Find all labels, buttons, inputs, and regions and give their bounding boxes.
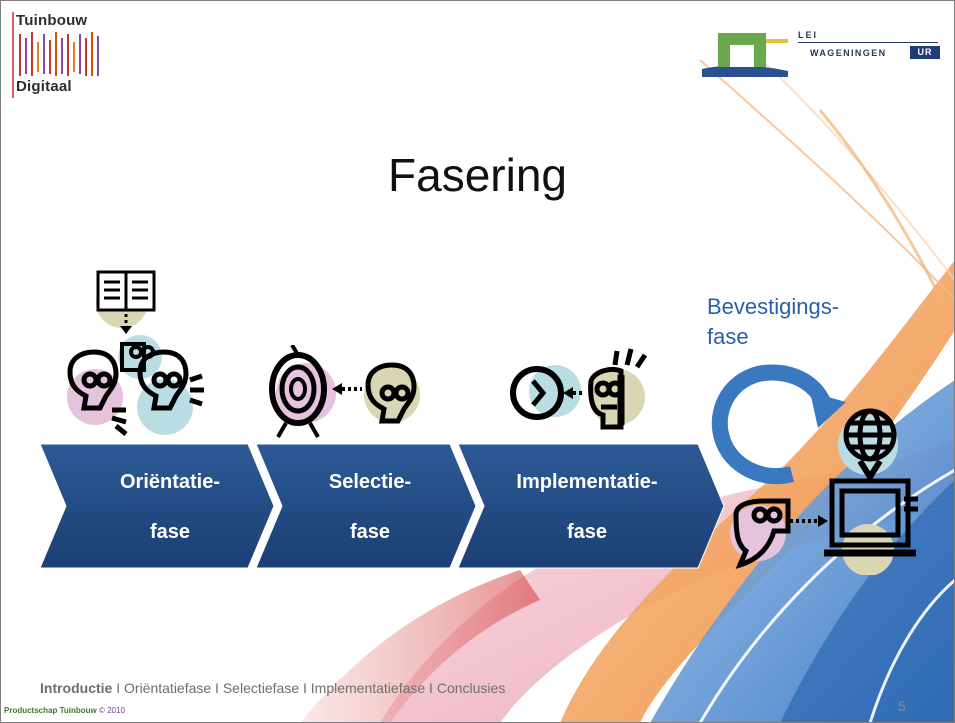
slide-title: Fasering <box>388 149 567 201</box>
footer-navigation: Introductie I Oriëntatiefase I Selectief… <box>40 680 505 696</box>
person-icon <box>588 348 648 430</box>
phase-label-implementatie-2: fase <box>566 521 608 543</box>
copyright-year: © 2010 <box>98 706 125 715</box>
phase-label-implementatie-1: Implementatie- <box>516 471 658 493</box>
lei-emblem <box>702 33 788 77</box>
person-icon <box>120 342 155 372</box>
lei-text: LEI <box>798 30 819 40</box>
phase-label-selectie-1: Selectie- <box>328 471 412 493</box>
orientatie-icon-group <box>67 270 204 436</box>
ur-badge: UR <box>910 46 940 59</box>
implementatie-icon-group <box>510 348 648 430</box>
clock-icon <box>510 366 564 420</box>
bevestigingsfase-line2: fase <box>707 324 749 349</box>
lei-wageningen-logo: LEI WAGENINGEN UR <box>700 25 944 77</box>
phase-label-orientatie-1: Oriëntatie- <box>119 471 221 493</box>
chevron-implementatie <box>457 443 725 569</box>
copyright-org: Productschap Tuinbouw <box>4 706 97 715</box>
phase-chevrons <box>39 443 725 569</box>
page-number: 5 <box>898 698 906 714</box>
logo-text-tuinbouw: Tuinbouw <box>16 12 88 29</box>
tuinbouw-digitaal-logo: Tuinbouw Digitaal <box>12 12 104 98</box>
selectie-icon-group <box>269 345 420 438</box>
phase-label-selectie-2: fase <box>349 521 391 543</box>
logo-text-digitaal: Digitaal <box>16 78 72 95</box>
footer-nav-current: Introductie <box>40 680 113 696</box>
book-icon <box>96 270 156 312</box>
bevestigingsfase-line1: Bevestigings- <box>707 294 840 319</box>
person-icon <box>67 349 128 436</box>
footer-nav-rest: I Oriëntatiefase I Selectiefase I Implem… <box>112 680 506 696</box>
target-icon <box>269 345 327 438</box>
computer-icon <box>824 478 918 557</box>
copyright: Productschap Tuinbouw © 2010 <box>4 706 125 715</box>
cycle-arrow-icon <box>711 364 846 485</box>
person-icon <box>733 498 791 569</box>
wageningen-text: WAGENINGEN <box>810 48 887 58</box>
chevron-selectie <box>255 443 477 569</box>
bevestigingsfase-label: Bevestigings- fase <box>707 292 839 352</box>
chevron-orientatie <box>39 443 275 569</box>
logo-stripes <box>12 12 99 98</box>
bevestiging-icon-group <box>730 408 918 575</box>
person-icon <box>365 362 417 424</box>
globe-icon <box>843 408 897 483</box>
phase-label-orientatie-2: fase <box>149 521 191 543</box>
person-icon <box>137 349 204 411</box>
